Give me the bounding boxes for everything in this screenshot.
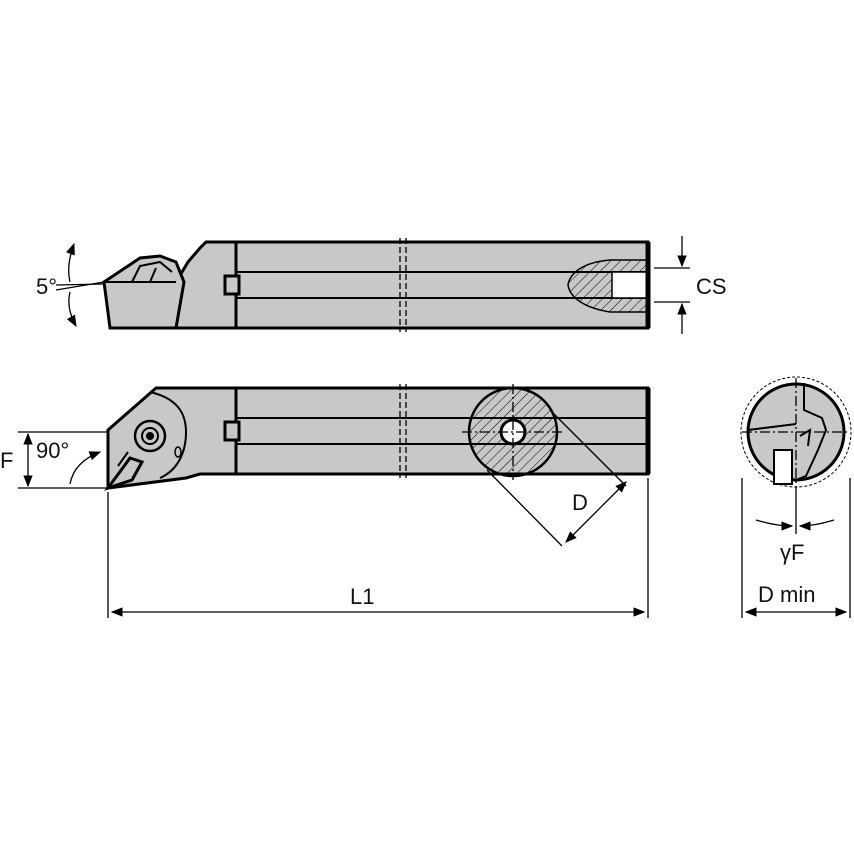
side-insert bbox=[104, 456, 145, 491]
end-insert bbox=[773, 449, 793, 485]
end-view: γF D min bbox=[740, 376, 852, 618]
side-view: D F 90° L1 bbox=[0, 384, 651, 618]
top-insert bbox=[102, 254, 186, 330]
top-head bbox=[174, 240, 238, 330]
angle-top-label: 5° bbox=[36, 274, 57, 299]
d-label: D bbox=[572, 490, 588, 515]
side-shank bbox=[234, 386, 650, 476]
f-label: F bbox=[0, 448, 13, 473]
l1-label: L1 bbox=[350, 584, 374, 609]
gamma-f-label: γF bbox=[780, 540, 804, 565]
angle-side-label: 90° bbox=[36, 438, 69, 463]
cs-label: CS bbox=[696, 274, 727, 299]
top-view: CS 5° bbox=[36, 236, 727, 334]
d-min-label: D min bbox=[758, 582, 815, 607]
